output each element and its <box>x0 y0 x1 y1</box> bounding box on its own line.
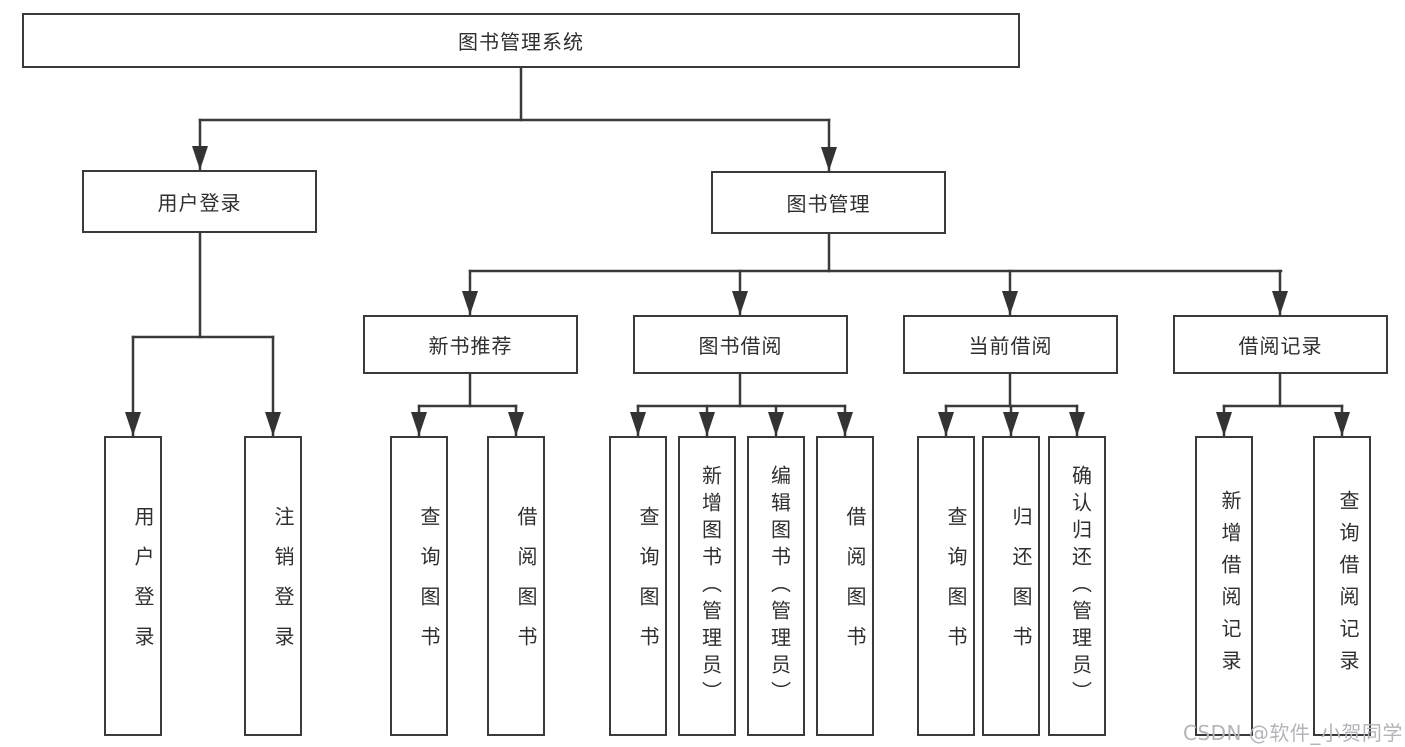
leaf-cb-confirm-return-admin: 确认归还（管理员） <box>1048 436 1106 736</box>
leaf-logout: 注销登录 <box>244 436 302 736</box>
node-label: 新增借阅记录 <box>1218 490 1242 682</box>
node-label: 查询借阅记录 <box>1336 490 1360 682</box>
node-label: 当前借阅 <box>968 334 1053 358</box>
leaf-user-login: 用户登录 <box>104 436 162 736</box>
node-label: 图书管理 <box>786 192 871 216</box>
node-label: 查询图书 <box>417 506 441 666</box>
node-borrowing-records: 借阅记录 <box>1173 315 1388 374</box>
node-user-login: 用户登录 <box>82 170 317 233</box>
leaf-bb-borrow-books: 借阅图书 <box>816 436 874 736</box>
node-current-borrowing: 当前借阅 <box>903 315 1118 374</box>
node-label: 编辑图书（管理员） <box>767 464 792 708</box>
node-label: 借阅图书 <box>843 506 867 666</box>
node-book-management: 图书管理 <box>711 171 946 234</box>
node-new-book-recommendation: 新书推荐 <box>363 315 578 374</box>
leaf-br-add-record: 新增借阅记录 <box>1195 436 1253 736</box>
node-label: 确认归还（管理员） <box>1068 464 1093 708</box>
node-label: 新书推荐 <box>428 334 513 358</box>
leaf-nb-borrow-books: 借阅图书 <box>487 436 545 736</box>
node-label: 图书借阅 <box>698 334 783 358</box>
leaf-bb-query-books: 查询图书 <box>609 436 667 736</box>
node-label: 用户登录 <box>157 191 242 215</box>
node-label: 查询图书 <box>944 506 968 666</box>
csdn-watermark: CSDN @软件_小贺同学 <box>1183 721 1403 745</box>
leaf-cb-query-books: 查询图书 <box>917 436 975 736</box>
node-label: 查询图书 <box>636 506 660 666</box>
node-label: 新增图书（管理员） <box>698 464 723 708</box>
node-book-borrowing: 图书借阅 <box>633 315 848 374</box>
node-label: 借阅记录 <box>1238 334 1323 358</box>
node-label: 借阅图书 <box>514 506 538 666</box>
node-label: 图书管理系统 <box>458 30 584 54</box>
leaf-br-query-record: 查询借阅记录 <box>1313 436 1371 736</box>
leaf-nb-query-books: 查询图书 <box>390 436 448 736</box>
node-library-management-system: 图书管理系统 <box>22 13 1020 68</box>
leaf-bb-add-books-admin: 新增图书（管理员） <box>678 436 736 736</box>
leaf-cb-return-books: 归还图书 <box>982 436 1040 736</box>
leaf-bb-edit-books-admin: 编辑图书（管理员） <box>747 436 805 736</box>
node-label: 归还图书 <box>1009 506 1033 666</box>
node-label: 注销登录 <box>271 506 295 666</box>
node-label: 用户登录 <box>131 506 155 666</box>
